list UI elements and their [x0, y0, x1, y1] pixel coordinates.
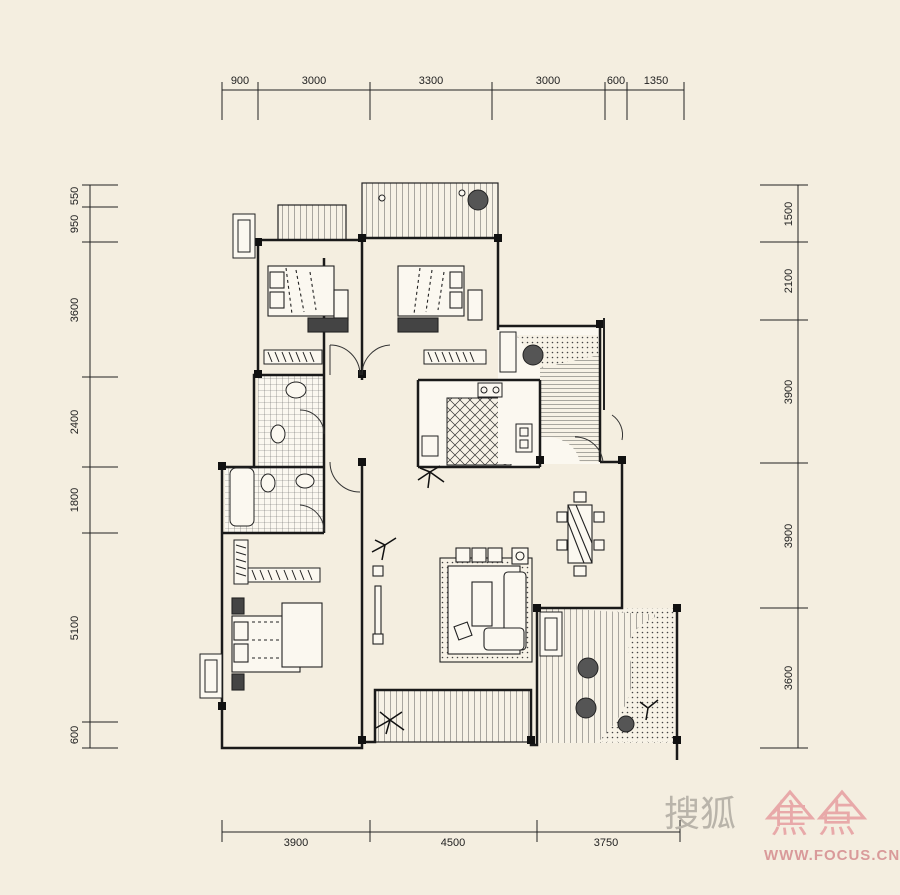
watermark-focus-char: 点	[818, 797, 856, 841]
dim-right-label: 3600	[783, 666, 795, 690]
dim-top-label: 1350	[644, 75, 668, 87]
bathroom-fixtures	[229, 381, 315, 527]
plants	[371, 189, 659, 735]
dim-left-label: 2400	[69, 410, 81, 434]
plant	[522, 344, 544, 366]
dim-left-label: 600	[69, 726, 81, 744]
bedroom-balcony	[277, 204, 347, 241]
watermark-url: WWW.FOCUS.CN	[764, 847, 900, 864]
refrigerator	[421, 435, 439, 457]
dim-bottom-label: 3750	[594, 837, 618, 849]
tv-cabinet	[374, 585, 382, 639]
dim-bottom-label: 3900	[284, 837, 308, 849]
side-balcony-deck	[540, 352, 600, 462]
watermark-sohu-char: 狐	[700, 794, 736, 835]
dim-top-label: 3000	[536, 75, 560, 87]
dimension-labels-left: 550 950 3600 2400 1800 5100 600	[69, 187, 81, 744]
palm-plant	[639, 699, 659, 721]
living-furniture	[372, 547, 533, 663]
focus-watermark: 搜 狐 焦 点 WWW.FOCUS.CN	[664, 789, 900, 864]
armchair	[455, 547, 471, 563]
dim-right-label: 3900	[783, 380, 795, 404]
bathtub	[229, 467, 255, 527]
dimension-labels-top: 900 3000 3300 3000 600 1350	[231, 75, 668, 87]
dim-top-label: 900	[231, 75, 249, 87]
dining-set	[556, 491, 605, 577]
plant	[617, 715, 635, 733]
wardrobe-2	[423, 349, 487, 365]
south-balcony	[374, 689, 532, 743]
toilet-2	[260, 473, 276, 493]
palm-plant	[371, 537, 397, 561]
washbasin-1	[285, 381, 307, 399]
dimension-labels-right: 1500 2100 3900 3900 3600	[783, 202, 795, 690]
window-planters	[199, 213, 605, 699]
watermark-roof-icon	[764, 789, 868, 820]
wardrobe-4	[247, 567, 321, 583]
dim-right-label: 1500	[783, 202, 795, 226]
palm-plant	[375, 711, 405, 735]
washbasin-2	[295, 473, 315, 489]
watermark-sohu-char: 搜	[664, 794, 700, 835]
dim-top-label: 3300	[419, 75, 443, 87]
plant	[467, 189, 489, 211]
dim-left-label: 1800	[69, 488, 81, 512]
watermark-focus-char: 焦	[770, 797, 808, 841]
dim-top-label: 3000	[302, 75, 326, 87]
dim-top-label: 600	[607, 75, 625, 87]
dimension-labels-bottom: 3900 4500 3750	[284, 837, 618, 849]
dim-right-label: 2100	[783, 269, 795, 293]
palm-plant	[417, 465, 445, 489]
wardrobes	[233, 349, 487, 585]
plant	[577, 657, 599, 679]
kitchen-fixtures	[421, 382, 533, 457]
beds	[231, 265, 483, 691]
plant	[575, 697, 597, 719]
door-swings	[299, 344, 624, 532]
dim-left-label: 3600	[69, 298, 81, 322]
dimension-lines	[82, 82, 808, 842]
dim-left-label: 5100	[69, 616, 81, 640]
dim-left-label: 550	[69, 187, 81, 205]
toilet-1	[270, 424, 286, 444]
dim-bottom-label: 4500	[441, 837, 465, 849]
dim-right-label: 3900	[783, 524, 795, 548]
dim-left-label: 950	[69, 215, 81, 233]
coffee-table	[471, 581, 493, 627]
